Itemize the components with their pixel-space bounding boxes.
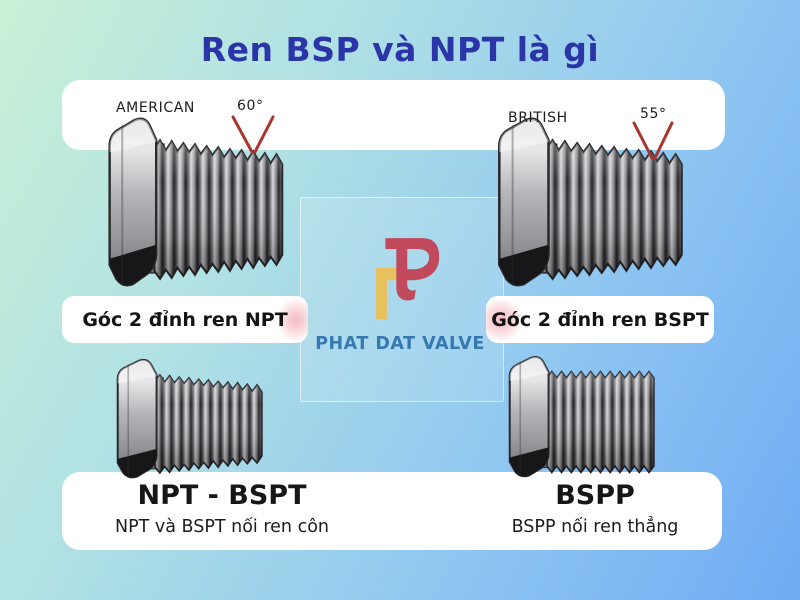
npt-bspt-subtitle: NPT và BSPT nối ren côn bbox=[114, 517, 330, 537]
american-angle-label: 60° bbox=[237, 98, 264, 114]
angle-marker-icon bbox=[231, 115, 275, 154]
bspt-caption-label: Góc 2 đỉnh ren BSPT bbox=[491, 308, 709, 331]
british-angle-label: 55° bbox=[640, 106, 667, 122]
angle-marker-icon bbox=[632, 121, 674, 160]
top-panel bbox=[62, 80, 725, 150]
bspp-heading: BSPP bbox=[555, 480, 635, 511]
bspp-fitting-image bbox=[500, 352, 662, 482]
british-label: BRITISH bbox=[508, 110, 568, 126]
bspp-subtitle: BSPP nối ren thẳng bbox=[511, 517, 679, 537]
brand-name: PHAT DAT VALVE bbox=[315, 334, 485, 354]
bspt-caption-box: Góc 2 đỉnh ren BSPT bbox=[486, 296, 714, 343]
bottom-panel bbox=[62, 472, 722, 550]
page-title: Ren BSP và NPT là gì bbox=[200, 30, 600, 69]
npt-bspt-fitting-image bbox=[108, 355, 270, 483]
watermark-swirl-icon bbox=[276, 298, 308, 342]
pd-logo-icon bbox=[376, 238, 440, 320]
npt-bspt-heading: NPT - BSPT bbox=[137, 480, 307, 511]
npt-caption-box: Góc 2 đỉnh ren NPT bbox=[62, 296, 308, 343]
npt-caption-label: Góc 2 đỉnh ren NPT bbox=[82, 308, 288, 331]
american-label: AMERICAN bbox=[116, 100, 195, 116]
watermark-swirl-icon bbox=[486, 298, 524, 342]
